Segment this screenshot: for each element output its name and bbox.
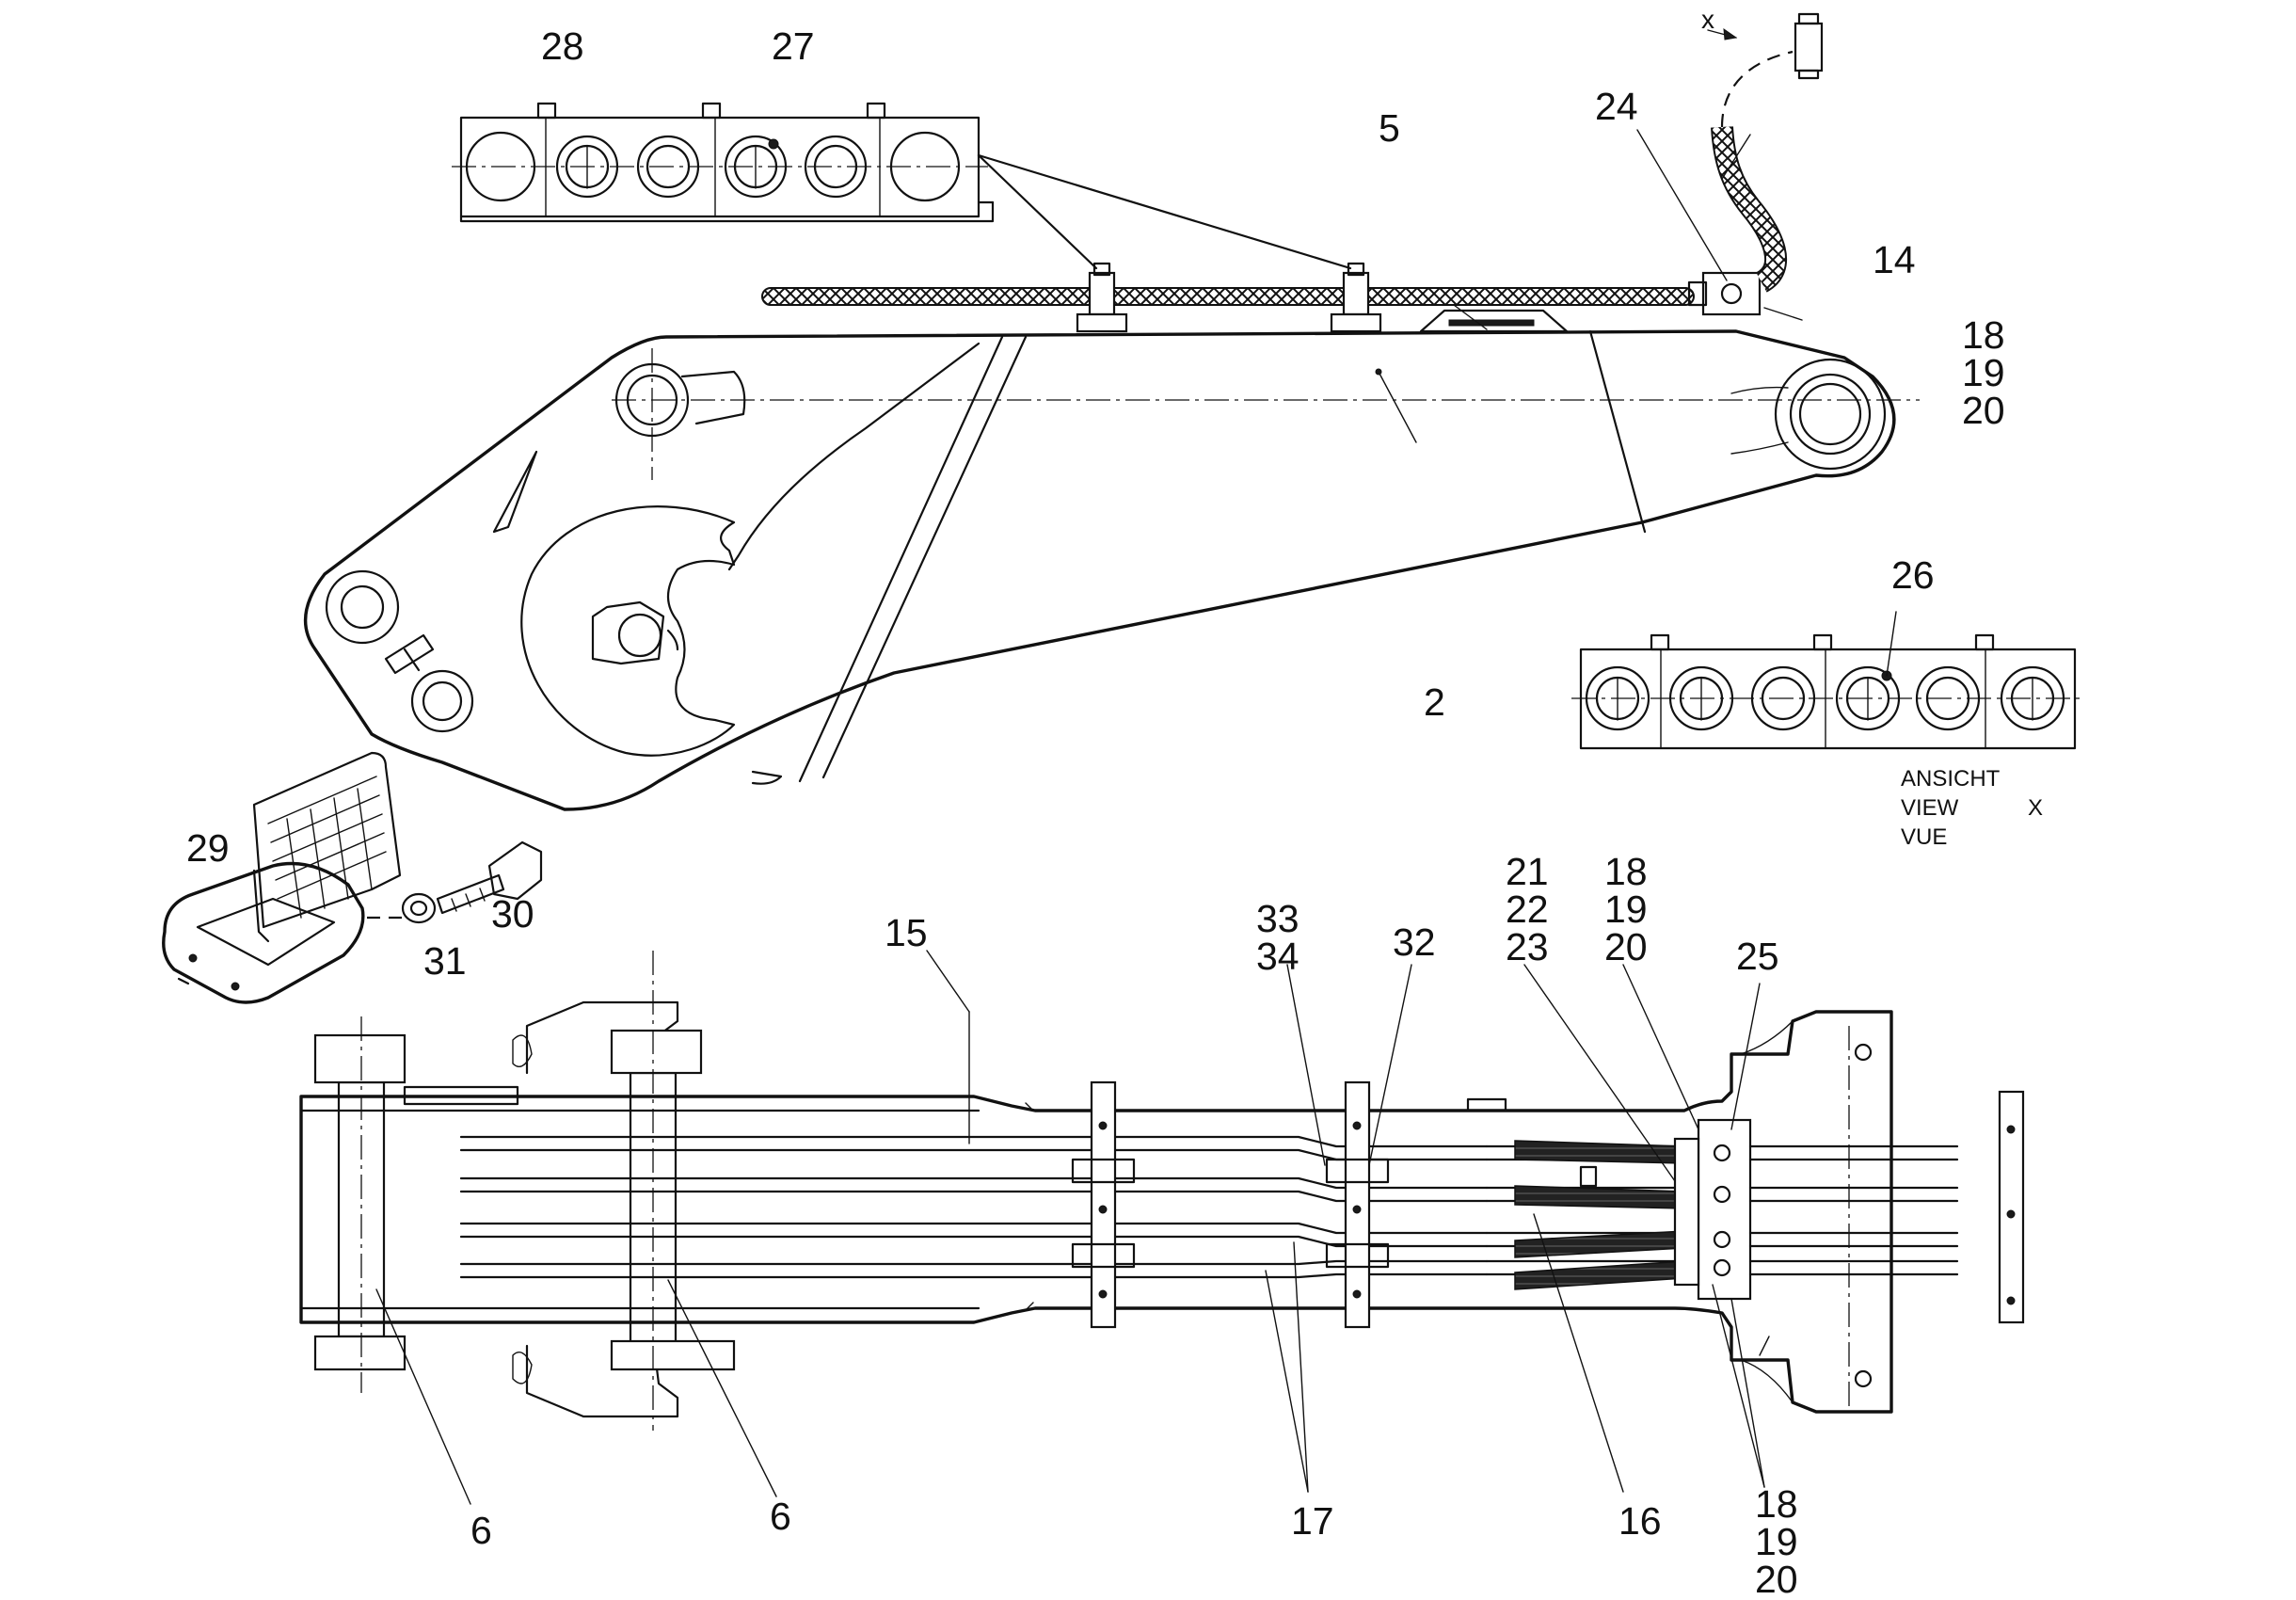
callout-6: 6 (470, 1509, 492, 1552)
clamp-bolt (1650, 633, 1670, 651)
view-note-line3: VUE (1901, 824, 1947, 850)
callout-15: 15 (885, 911, 928, 954)
callout-32: 32 (1393, 920, 1436, 964)
clamp-bolt (536, 102, 557, 120)
callout-19: 19 (1604, 888, 1648, 931)
callout-16: 16 (1618, 1499, 1662, 1543)
step-guard-assembly (162, 751, 543, 1004)
callout-34: 34 (1256, 935, 1299, 978)
callout-30: 30 (491, 892, 534, 936)
callout-19: 19 (1962, 351, 2005, 394)
callout-31: 31 (423, 939, 467, 983)
view-note-x: X (2028, 795, 2043, 821)
callout-20: 20 (1604, 925, 1648, 968)
view-direction-x: x (1701, 5, 1714, 34)
view-note-line1: ANSICHT (1901, 766, 2001, 792)
callout-19: 19 (1755, 1520, 1798, 1563)
boom-top-view (299, 950, 2025, 1505)
clamp-bolt (1812, 633, 1833, 651)
callout-18: 18 (1755, 1482, 1798, 1526)
callout-33: 33 (1256, 897, 1299, 940)
clamp-bolt (701, 102, 722, 120)
callout-29: 29 (186, 826, 230, 870)
callout-18: 18 (1962, 313, 2005, 357)
callout-20: 20 (1962, 389, 2005, 432)
callout-28: 28 (541, 24, 584, 68)
callout-26: 26 (1891, 553, 1935, 597)
hose-end-fitting (1794, 12, 1824, 80)
callout-2: 2 (1424, 680, 1445, 724)
callout-5: 5 (1379, 106, 1400, 150)
boom-side-view (303, 12, 1920, 811)
hose-fitting (1687, 271, 1762, 316)
callout-25: 25 (1736, 935, 1779, 978)
callout-21: 21 (1506, 850, 1549, 893)
view-note-line2: VIEW (1901, 795, 1959, 821)
clamp-bolt (1974, 633, 1995, 651)
clamp-bolt (866, 102, 886, 120)
callout-20: 20 (1755, 1558, 1798, 1600)
callout-27: 27 (772, 24, 815, 68)
callout-22: 22 (1506, 888, 1549, 931)
callout-6: 6 (770, 1495, 791, 1538)
hose-clamp-mount (1330, 262, 1382, 333)
hose-clamp-mount (1076, 262, 1128, 333)
callout-labels: 28 27 24 5 14 18 19 20 26 2 29 30 31 15 … (186, 5, 2043, 1600)
callout-24: 24 (1595, 85, 1638, 128)
callout-18: 18 (1604, 850, 1648, 893)
callout-17: 17 (1291, 1499, 1334, 1543)
clamp-detail-right (1571, 611, 2080, 750)
hose-section-16 (1514, 1140, 1685, 1290)
clamp-detail-top (452, 102, 1352, 270)
callout-14: 14 (1873, 238, 1916, 281)
callout-23: 23 (1506, 925, 1549, 968)
